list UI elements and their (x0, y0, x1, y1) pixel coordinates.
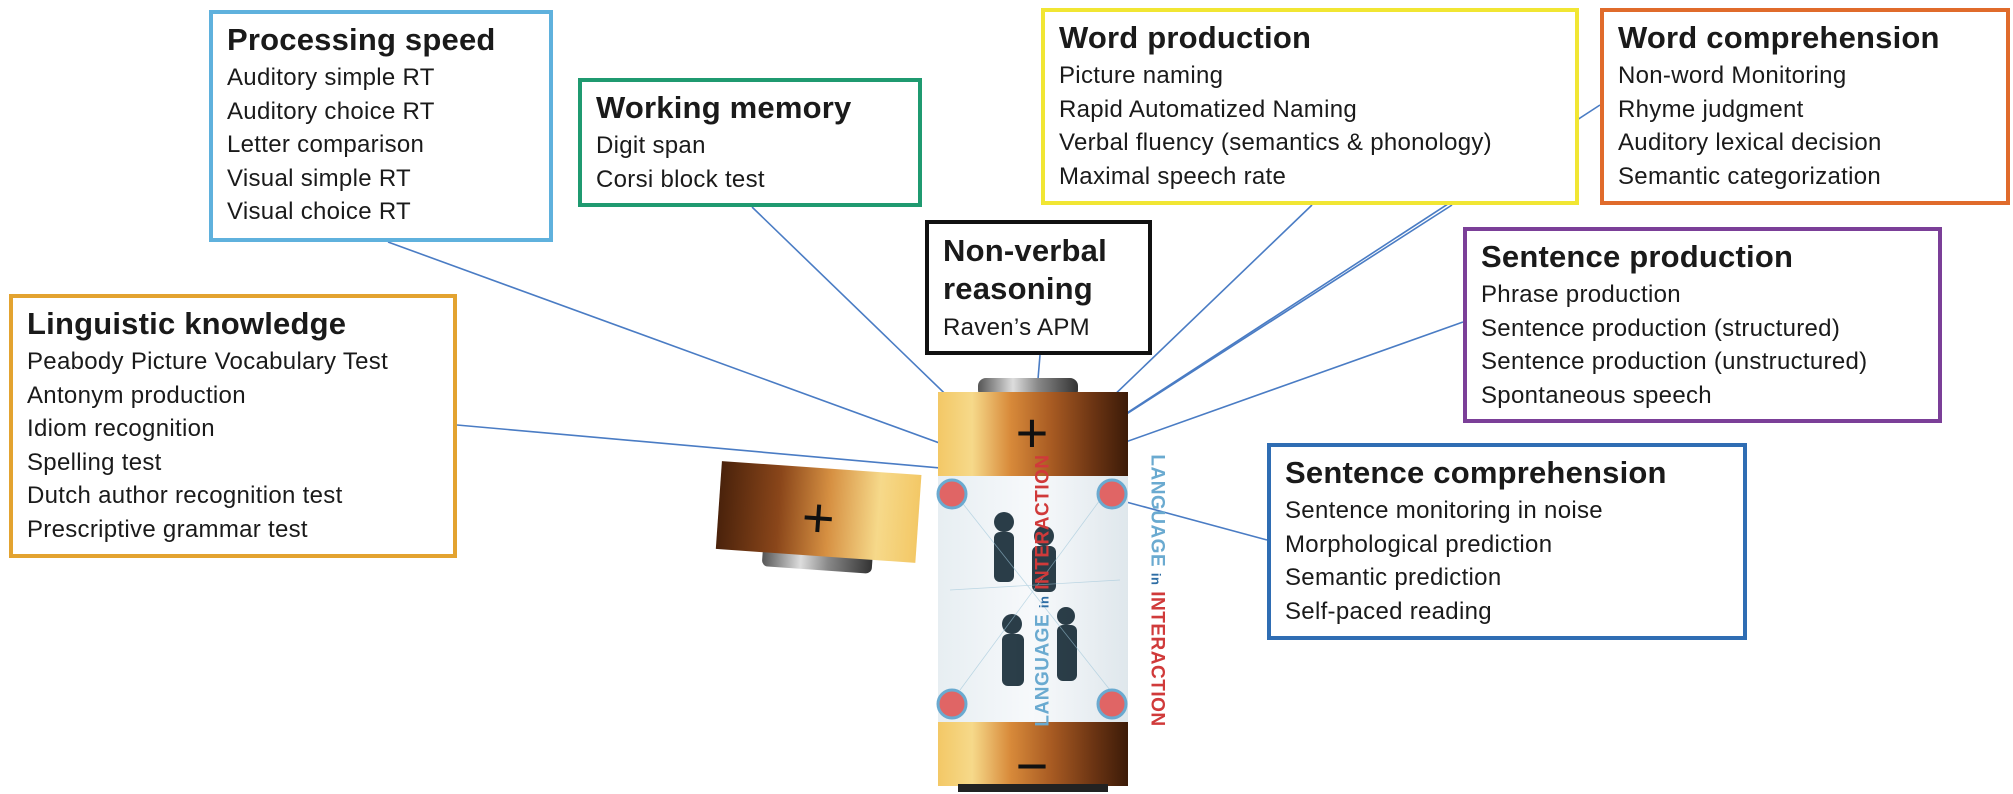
connector-processing-speed (387, 241, 1031, 477)
test-item: Semantic prediction (1285, 564, 1502, 591)
category-box-word-comprehension: Word comprehension Non-word Monitoring R… (1600, 8, 2010, 205)
test-item: Visual choice RT (227, 198, 412, 225)
test-item: Auditory simple RT (227, 64, 435, 91)
test-item: Raven’s APM (943, 314, 1090, 341)
category-title: Sentence comprehension (1285, 455, 1667, 490)
battery-label-right-top: LANGUAGE (1146, 454, 1168, 568)
test-item: Spelling test (27, 448, 162, 476)
category-title: Linguistic knowledge (27, 306, 347, 341)
category-title: Word production (1059, 20, 1312, 55)
test-item: Dutch author recognition test (27, 482, 343, 509)
test-item: Peabody Picture Vocabulary Test (27, 348, 389, 375)
connector-linguistic-knowledge (456, 424, 1031, 477)
category-title: Working memory (596, 90, 852, 125)
brain-icons (936, 478, 1128, 720)
test-item: Antonym production (27, 381, 246, 409)
test-item: Rhyme judgment (1618, 95, 1804, 123)
test-item: Self-paced reading (1285, 597, 1492, 625)
test-item: Rapid Automatized Naming (1059, 95, 1358, 123)
test-item: Auditory choice RT (227, 97, 435, 125)
battery-label-right-small: in (1148, 572, 1164, 586)
spare-battery: + (715, 461, 922, 574)
category-box-linguistic-knowledge: Linguistic knowledge Peabody Picture Voc… (9, 294, 457, 558)
category-title: Non-verbal reasoning (943, 232, 1136, 308)
test-item: Prescriptive grammar test (27, 515, 308, 543)
test-item: Maximal speech rate (1059, 162, 1287, 190)
battery-plus-symbol: + (1016, 401, 1049, 464)
test-item: Visual simple RT (227, 164, 411, 192)
test-item: Auditory lexical decision (1618, 129, 1882, 156)
test-item: Semantic categorization (1618, 162, 1882, 190)
battery-label-left-bottom: INTERACTION (1032, 454, 1054, 590)
category-title-line2: reasoning (943, 271, 1093, 306)
test-item: Idiom recognition (27, 415, 215, 442)
test-item: Picture naming (1059, 62, 1224, 89)
category-box-processing-speed: Processing speed Auditory simple RT Audi… (209, 10, 553, 242)
test-item: Spontaneous speech (1481, 381, 1712, 409)
battery-bottom-band (938, 722, 1128, 786)
category-title: Processing speed (227, 22, 496, 57)
category-box-nonverbal-reasoning: Non-verbal reasoning Raven’s APM (925, 220, 1152, 355)
test-item: Sentence production (unstructured) (1481, 348, 1868, 375)
test-item: Verbal fluency (semantics & phonology) (1059, 129, 1492, 156)
test-item: Sentence monitoring in noise (1285, 497, 1603, 524)
test-item: Non-word Monitoring (1618, 62, 1847, 89)
test-item: Phrase production (1481, 281, 1681, 308)
spare-battery-plus-symbol: + (800, 485, 837, 550)
category-box-sentence-comprehension: Sentence comprehension Sentence monitori… (1267, 443, 1747, 640)
category-title: Word comprehension (1618, 20, 1940, 55)
category-title-line1: Non-verbal (943, 233, 1107, 268)
main-battery: + (936, 378, 1128, 794)
category-box-working-memory: Working memory Digit span Corsi block te… (578, 78, 922, 207)
category-box-sentence-production: Sentence production Phrase production Se… (1463, 227, 1942, 423)
people-silhouettes (994, 512, 1077, 686)
test-item: Digit span (596, 132, 706, 159)
battery-label-left-small: in (1036, 595, 1052, 609)
battery-label-right: LANGUAGE in INTERACTION (1146, 454, 1168, 727)
battery-label-left: LANGUAGE in INTERACTION (1032, 454, 1055, 727)
test-item: Morphological prediction (1285, 530, 1553, 558)
battery-top-band (938, 392, 1128, 476)
battery-body (938, 476, 1128, 722)
battery-label-right-bottom: INTERACTION (1146, 591, 1168, 727)
battery-label-left-top: LANGUAGE (1032, 613, 1054, 727)
test-item: Letter comparison (227, 131, 425, 158)
test-item: Sentence production (structured) (1481, 314, 1841, 342)
category-title: Sentence production (1481, 239, 1794, 274)
test-item: Corsi block test (596, 165, 765, 193)
category-box-word-production: Word production Picture naming Rapid Aut… (1041, 8, 1579, 205)
